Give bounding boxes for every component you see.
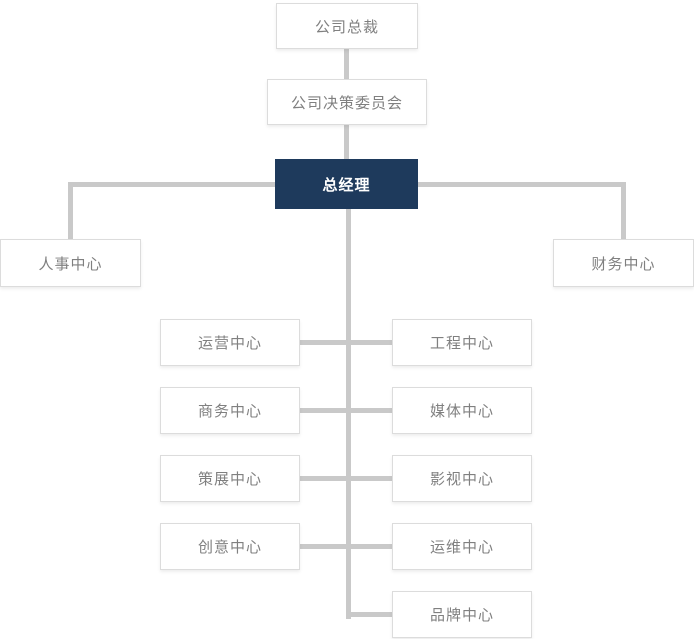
node-hr-center[interactable]: 人事中心: [0, 239, 141, 287]
connector-row-3: [300, 476, 462, 481]
node-engineering-center[interactable]: 工程中心: [392, 319, 532, 366]
node-film-center[interactable]: 影视中心: [392, 455, 532, 502]
node-ops-maintenance-center[interactable]: 运维中心: [392, 523, 532, 570]
connector-gm-spine: [346, 209, 351, 619]
node-brand-center[interactable]: 品牌中心: [392, 591, 532, 638]
connector-row-1: [300, 340, 462, 345]
connector-row-4: [300, 544, 462, 549]
node-media-center[interactable]: 媒体中心: [392, 387, 532, 434]
node-president[interactable]: 公司总裁: [276, 3, 418, 49]
node-finance-center[interactable]: 财务中心: [553, 239, 694, 287]
node-business-center[interactable]: 商务中心: [160, 387, 300, 434]
connector-gm-left-arm: [68, 182, 277, 187]
connector-committee-gm: [344, 125, 349, 159]
node-creative-center[interactable]: 创意中心: [160, 523, 300, 570]
connector-president-committee: [344, 49, 349, 79]
connector-finance-drop: [621, 182, 626, 239]
node-operations-center[interactable]: 运营中心: [160, 319, 300, 366]
node-general-manager[interactable]: 总经理: [275, 159, 418, 209]
connector-row-2: [300, 408, 462, 413]
connector-gm-right-arm: [416, 182, 625, 187]
node-committee[interactable]: 公司决策委员会: [267, 79, 427, 125]
connector-hr-drop: [68, 182, 73, 239]
node-curation-center[interactable]: 策展中心: [160, 455, 300, 502]
